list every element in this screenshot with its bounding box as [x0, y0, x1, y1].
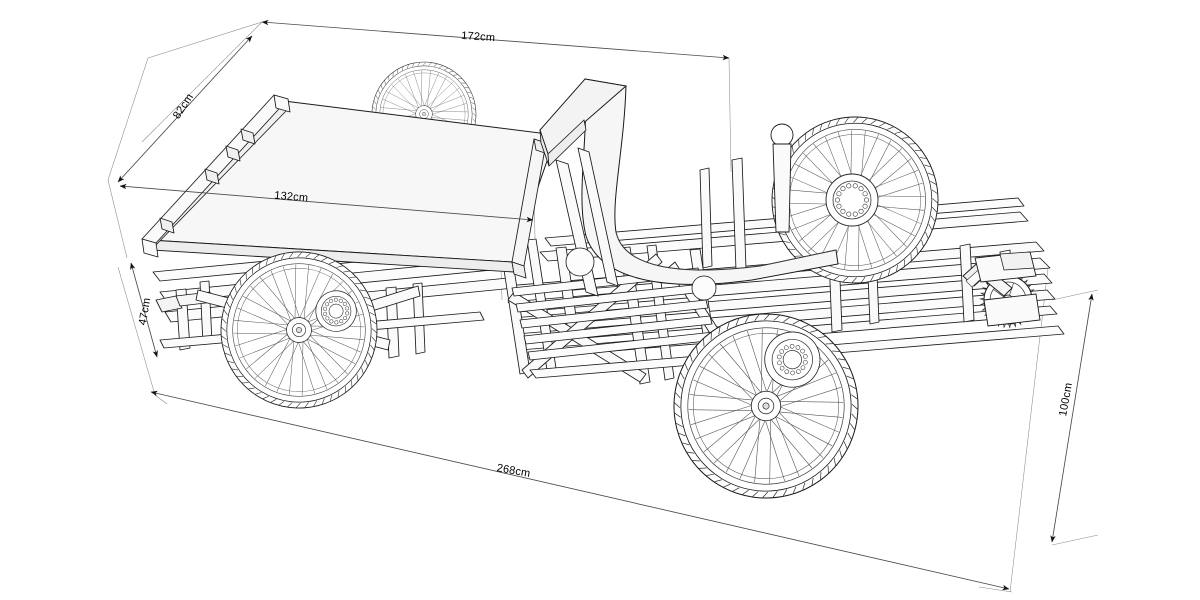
rear-sprocket: [825, 173, 879, 227]
handle-post: [770, 123, 794, 233]
dimension-label-132cm: 132cm: [274, 190, 309, 205]
dimension-line-82cm: [117, 35, 253, 183]
dimension-lines: [117, 19, 1094, 591]
dimension-line-100cm: [1050, 293, 1094, 543]
dimension-line-132cm: [119, 183, 534, 223]
front-wheel-right: [653, 293, 879, 519]
dimension-label-268cm: 268cm: [496, 462, 532, 480]
front-wheel-left: [204, 235, 394, 425]
crank-assembly: [962, 251, 1041, 329]
dimension-label-172cm: 172cm: [461, 30, 496, 44]
dimension-label-100cm: 100cm: [1057, 382, 1075, 418]
dimension-line-47cm: [130, 262, 158, 358]
dimension-line-172cm: [261, 19, 730, 61]
seat-panel: [539, 78, 839, 301]
dimension-line-268cm: [150, 390, 1010, 591]
dimension-label-47cm: 47cm: [137, 297, 154, 326]
